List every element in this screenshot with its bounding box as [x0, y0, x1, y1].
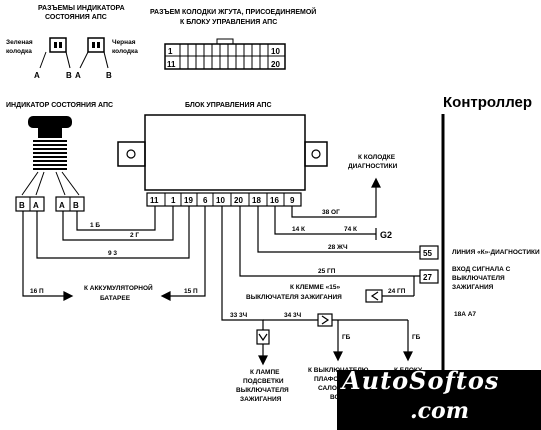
ceiling-label-2: ПЛАФОНА — [314, 376, 348, 383]
green-connector-icon — [39, 37, 71, 69]
lamp-label-4: ЗАЖИГАНИЯ — [240, 396, 282, 403]
wire-2 — [62, 206, 174, 241]
cu-pin-19: 19 — [184, 196, 193, 205]
wire-24-label: 24 ГП — [388, 288, 406, 295]
cu-pin-20: 20 — [234, 196, 243, 205]
cu-pin-10: 10 — [216, 196, 225, 205]
black-connector-icon — [79, 37, 109, 69]
battery-label-2: БАТАРЕЕ — [100, 295, 131, 302]
green-pin-a: A — [34, 71, 40, 80]
indicator-title: ИНДИКАТОР СОСТОЯНИЯ АПС — [6, 102, 113, 109]
wire-1-label: 1 Б — [90, 222, 100, 229]
green-connector-label-1: Зеленая — [6, 39, 33, 46]
ignition-terminal-2: ВЫКЛЮЧАТЕЛЯ ЗАЖИГАНИЯ — [246, 294, 342, 301]
controller-code: 18А А7 — [454, 311, 476, 318]
harness-pin-10: 10 — [271, 47, 280, 56]
black-connector-label-2: колодка — [112, 48, 138, 55]
black-pin-b: B — [106, 71, 112, 80]
g2-label: G2 — [380, 230, 392, 240]
connector-34-icon — [317, 313, 333, 327]
lamp-label-2: ПОДСВЕТКИ — [243, 378, 284, 385]
lamp-connector-icon — [256, 329, 270, 366]
indicator-pin-b-left: B — [19, 201, 25, 210]
indicator-pin-a-right: A — [59, 201, 65, 210]
harness-title-1: РАЗЪЕМ КОЛОДКИ ЖГУТА, ПРИСОЕДИНЯЕМОЙ — [150, 7, 316, 16]
indicator-pin-a-left: A — [33, 201, 39, 210]
gb-label-2: ГБ — [412, 334, 421, 341]
watermark-text: AutoSoftos — [342, 366, 500, 395]
cu-pin-18: 18 — [252, 196, 261, 205]
diagnostic-label-2: ДИАГНОСТИКИ — [348, 163, 398, 170]
wire-38 — [291, 177, 381, 218]
indicator-connectors-title-2: СОСТОЯНИЯ АПС — [45, 14, 107, 21]
cu-pin-9: 9 — [290, 196, 295, 205]
wire-16 — [22, 211, 74, 301]
black-connector-label-1: Черная — [112, 39, 136, 46]
wire-25 — [239, 206, 420, 277]
wire-14-74 — [274, 206, 377, 240]
indicator-pin-boxes — [15, 196, 85, 212]
harness-pin-1: 1 — [168, 47, 173, 56]
k-line-label: ЛИНИЯ «К»-ДИАГНОСТИКИ — [452, 249, 540, 256]
ignition-terminal-1: К КЛЕММЕ «15» — [290, 284, 340, 291]
control-unit-body — [117, 114, 328, 191]
controller-input-2: ВЫКЛЮЧАТЕЛЯ — [452, 275, 505, 282]
controller-pin-27: 27 — [423, 273, 432, 282]
ceiling-label-4: ВО — [330, 394, 340, 401]
wire-14-label: 14 К — [292, 226, 305, 233]
wire-15-label: 15 П — [184, 288, 198, 295]
wire-24 — [382, 276, 415, 297]
wire-33-label: 33 3Ч — [230, 312, 248, 319]
indicator-pin-b-right: B — [73, 201, 79, 210]
cu-pin-16: 16 — [270, 196, 279, 205]
battery-label-1: К АККУМУЛЯТОРНОЙ — [84, 283, 153, 292]
controller-pin-27-box — [419, 269, 439, 284]
cu-pin-11: 11 — [150, 196, 159, 205]
controller-input-3: ЗАЖИГАНИЯ — [452, 284, 494, 291]
gb-label-1: ГБ — [342, 334, 351, 341]
wire-16-label: 16 П — [30, 288, 44, 295]
cu-pin-1: 1 — [171, 196, 176, 205]
control-unit-title: БЛОК УПРАВЛЕНИЯ АПС — [185, 102, 272, 109]
harness-pin-11: 11 — [167, 60, 176, 69]
connector-24-icon — [365, 289, 383, 303]
ceiling-label-3: САЛОНА — [318, 385, 347, 392]
wire-34 — [263, 319, 413, 362]
wire-74-label: 74 К — [344, 226, 357, 233]
wire-1 — [76, 206, 156, 231]
green-connector-label-2: колодка — [6, 48, 32, 55]
harness-title-2: К БЛОКУ УПРАВЛЕНИЯ АПС — [180, 19, 277, 26]
wire-33 — [221, 206, 264, 330]
wire-28-label: 28 ЖЧ — [328, 244, 348, 251]
controller-title: Контроллер — [443, 94, 532, 111]
wire-25-label: 25 ГП — [318, 268, 336, 275]
controller-input-1: ВХОД СИГНАЛА С — [452, 266, 511, 273]
controller-pin-55-box — [419, 245, 439, 260]
wire-15 — [160, 206, 206, 301]
wire-28 — [257, 206, 420, 253]
lamp-label-3: ВЫКЛЮЧАТЕЛЯ — [236, 387, 289, 394]
black-pin-a: A — [75, 71, 81, 80]
lamp-label-1: К ЛАМПЕ — [250, 369, 280, 376]
wire-2-label: 2 Г — [130, 232, 139, 239]
indicator-connectors-title-1: РАЗЪЕМЫ ИНДИКАТОРА — [38, 5, 125, 12]
green-pin-b: B — [66, 71, 72, 80]
diagnostic-label-1: К КОЛОДКЕ — [358, 154, 396, 161]
control-unit-pin-row — [146, 192, 302, 207]
watermark-domain: .com — [410, 398, 470, 424]
cu-pin-6: 6 — [203, 196, 208, 205]
controller-pin-55: 55 — [423, 249, 432, 258]
wire-9-label: 9 3 — [108, 250, 117, 257]
wire-38-label: 38 ОГ — [322, 209, 340, 216]
watermark-background — [337, 370, 541, 430]
harness-pin-20: 20 — [271, 60, 280, 69]
harness-connector-icon — [164, 38, 286, 70]
indicator-body-icon — [21, 116, 80, 196]
wire-34-label: 34 3Ч — [284, 312, 302, 319]
wire-9 — [36, 206, 190, 259]
